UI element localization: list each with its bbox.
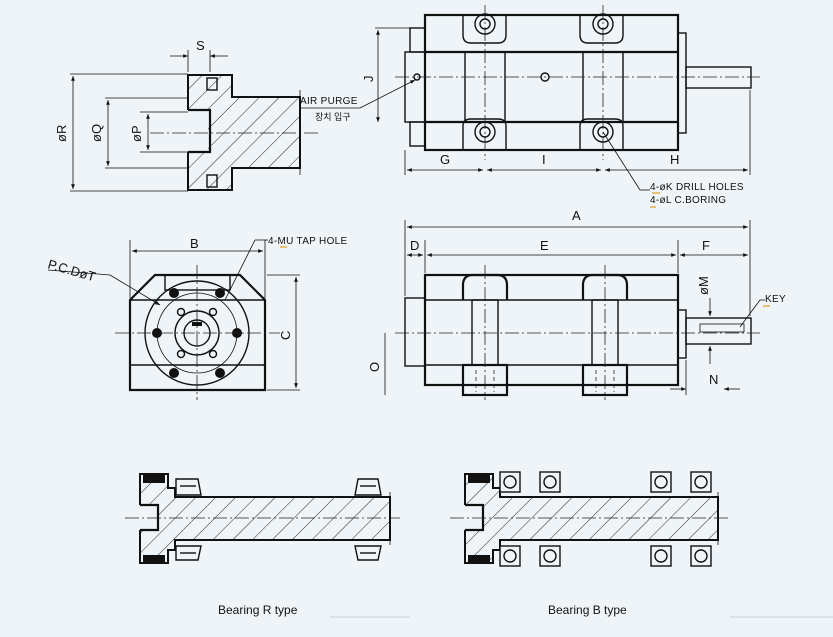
drill-holes-note: 4-øK DRILL HOLES bbox=[650, 182, 744, 193]
dim-C-label: C bbox=[278, 331, 293, 340]
front-face-view: B C P.C.DøT 4-MU TAP HOLE bbox=[46, 236, 347, 400]
dim-O-label: O bbox=[367, 362, 382, 372]
bearing-r-caption: Bearing R type bbox=[218, 603, 298, 617]
dim-S-label: S bbox=[196, 38, 205, 53]
dim-G-label: G bbox=[440, 152, 450, 167]
dim-N-label: N bbox=[709, 372, 718, 387]
dim-D-label: D bbox=[410, 238, 419, 253]
side-elevation-view: A D E F øM N O KEY bbox=[367, 208, 786, 400]
dim-M-label: øM bbox=[696, 276, 711, 295]
air-purge-korean-note: 장치 입구 bbox=[315, 111, 351, 122]
bearing-b-caption: Bearing B type bbox=[548, 603, 627, 617]
dim-I-label: I bbox=[542, 152, 546, 167]
bearing-b-type-section bbox=[450, 471, 728, 567]
dim-F-label: F bbox=[702, 238, 710, 253]
dim-H-label: H bbox=[670, 152, 679, 167]
dim-A-label: A bbox=[572, 208, 581, 223]
side-section-view: S øR øQ øP bbox=[54, 38, 320, 192]
air-purge-note: AIR PURGE bbox=[300, 96, 358, 107]
dim-T-label: P.C.DøT bbox=[46, 256, 97, 284]
c-boring-note: 4-øL C.BORING bbox=[650, 195, 726, 206]
dim-E-label: E bbox=[540, 238, 549, 253]
key-note: KEY bbox=[765, 294, 786, 305]
top-plan-view: J G I H AIR PURGE 장치 입구 4-øK DRILL HOLES… bbox=[300, 5, 760, 208]
tap-hole-note: 4-MU TAP HOLE bbox=[268, 236, 348, 247]
dim-P-label: øP bbox=[129, 125, 144, 142]
dim-Q-label: øQ bbox=[89, 124, 104, 142]
dim-R-label: øR bbox=[54, 125, 69, 142]
dim-J-label: J bbox=[361, 76, 376, 83]
dim-B-label: B bbox=[190, 236, 199, 251]
bearing-r-type-section bbox=[125, 473, 400, 564]
